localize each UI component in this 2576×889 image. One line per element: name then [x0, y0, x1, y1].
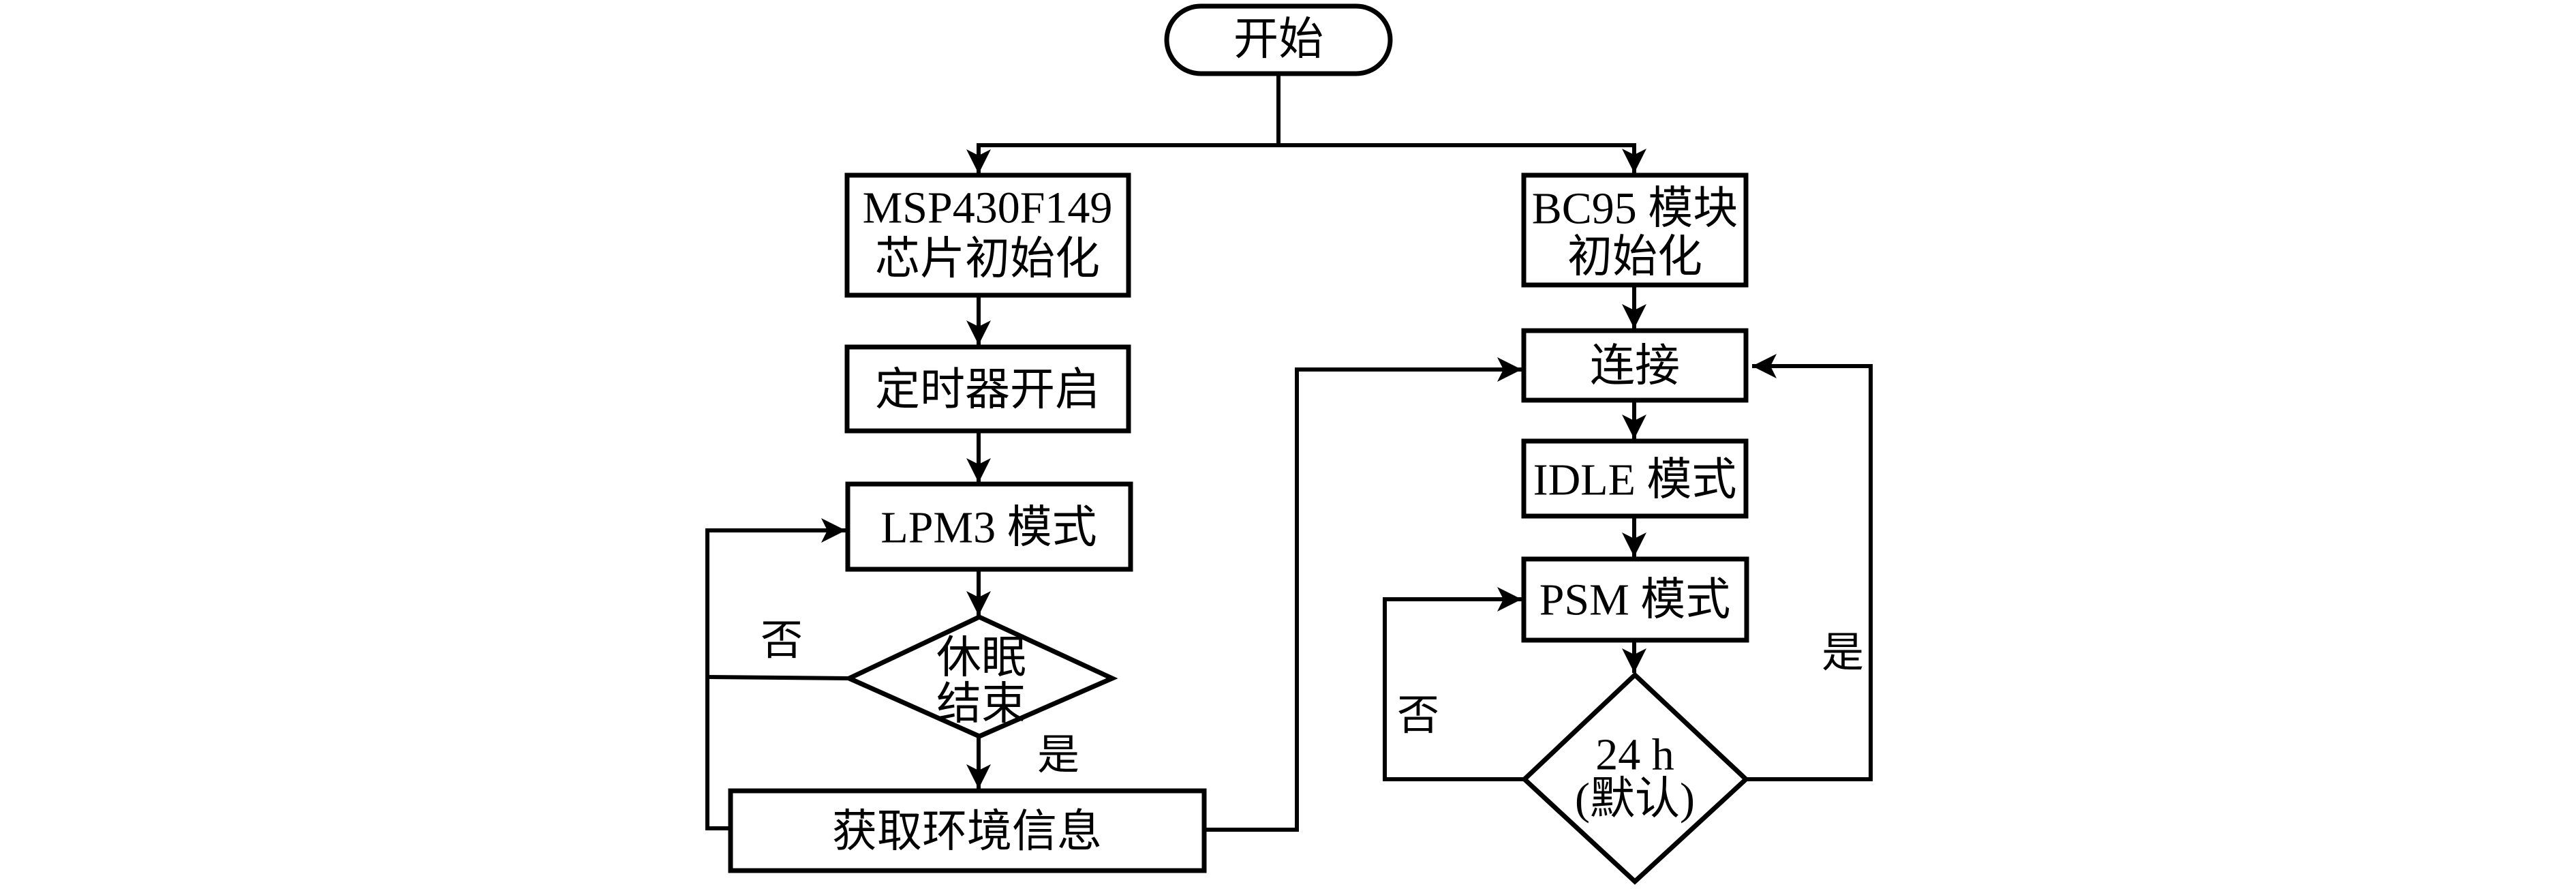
- get-env-label: 获取环境信息: [832, 807, 1102, 857]
- node-idle: IDLE 模式: [1521, 438, 1749, 519]
- timer-on-label: 定时器开启: [875, 365, 1100, 415]
- h24-diamond: [1520, 672, 1750, 885]
- edge-sleep-end-no-to-lpm3: [707, 675, 850, 680]
- msp-init-line-2: 芯片初始化: [875, 235, 1100, 284]
- node-bc95-init: BC95 模块 初始化: [1521, 172, 1749, 288]
- h24-line-1: 24 h: [1595, 730, 1674, 780]
- edge-label-sleep-yes: 是: [1037, 732, 1079, 779]
- node-start: 开始: [1164, 3, 1393, 76]
- connect-label: 连接: [1590, 342, 1680, 391]
- idle-box: [1521, 438, 1749, 519]
- connect-box: [1521, 328, 1749, 403]
- edge-h24-no-to-psm: [1383, 587, 1524, 781]
- start-label: 开始: [1233, 15, 1323, 65]
- h24-line-2: (默认): [1575, 774, 1695, 824]
- node-h24: 24 h (默认): [1520, 672, 1750, 885]
- sleep-end-line-1: 休眠: [936, 633, 1026, 683]
- get-env-box: [728, 788, 1207, 873]
- sleep-end-line-2: 结束: [936, 680, 1026, 729]
- idle-label: IDLE 模式: [1533, 455, 1737, 505]
- edge-h24-yes-to-connect: [1746, 354, 1873, 781]
- node-lpm3: LPM3 模式: [845, 481, 1133, 572]
- node-connect: 连接: [1521, 328, 1749, 403]
- edge-label-h24-no: 否: [1397, 693, 1439, 739]
- timer-on-box: [844, 344, 1131, 434]
- lpm3-label: LPM3 模式: [880, 503, 1097, 553]
- bc95-init-line-2: 初始化: [1567, 232, 1702, 282]
- bc95-init-line-1: BC95 模块: [1532, 184, 1738, 234]
- node-sleep-end: 休眠 结束: [843, 614, 1118, 739]
- node-timer-on: 定时器开启: [844, 344, 1131, 434]
- lpm3-box: [845, 481, 1133, 572]
- edge-get-env-to-connect: [1204, 357, 1522, 832]
- start-terminal-shape: [1164, 3, 1393, 76]
- edges: [705, 74, 1873, 832]
- edge-label-sleep-no: 否: [761, 618, 803, 664]
- edge-loop-to-lpm3: [705, 518, 846, 830]
- edge-label-h24-yes: 是: [1822, 630, 1864, 676]
- node-get-env: 获取环境信息: [728, 788, 1207, 873]
- node-psm: PSM 模式: [1521, 556, 1749, 643]
- psm-box: [1521, 556, 1749, 643]
- sleep-end-diamond: [843, 614, 1118, 739]
- edge-start-to-bc95-init: [1278, 143, 1646, 173]
- node-msp-init: MSP430F149 芯片初始化: [844, 172, 1131, 298]
- msp-init-box: [844, 172, 1131, 298]
- psm-label: PSM 模式: [1539, 575, 1731, 625]
- msp-init-line-1: MSP430F149: [863, 183, 1113, 233]
- edge-start-to-msp-init: [966, 143, 1278, 174]
- bc95-init-box: [1521, 172, 1749, 288]
